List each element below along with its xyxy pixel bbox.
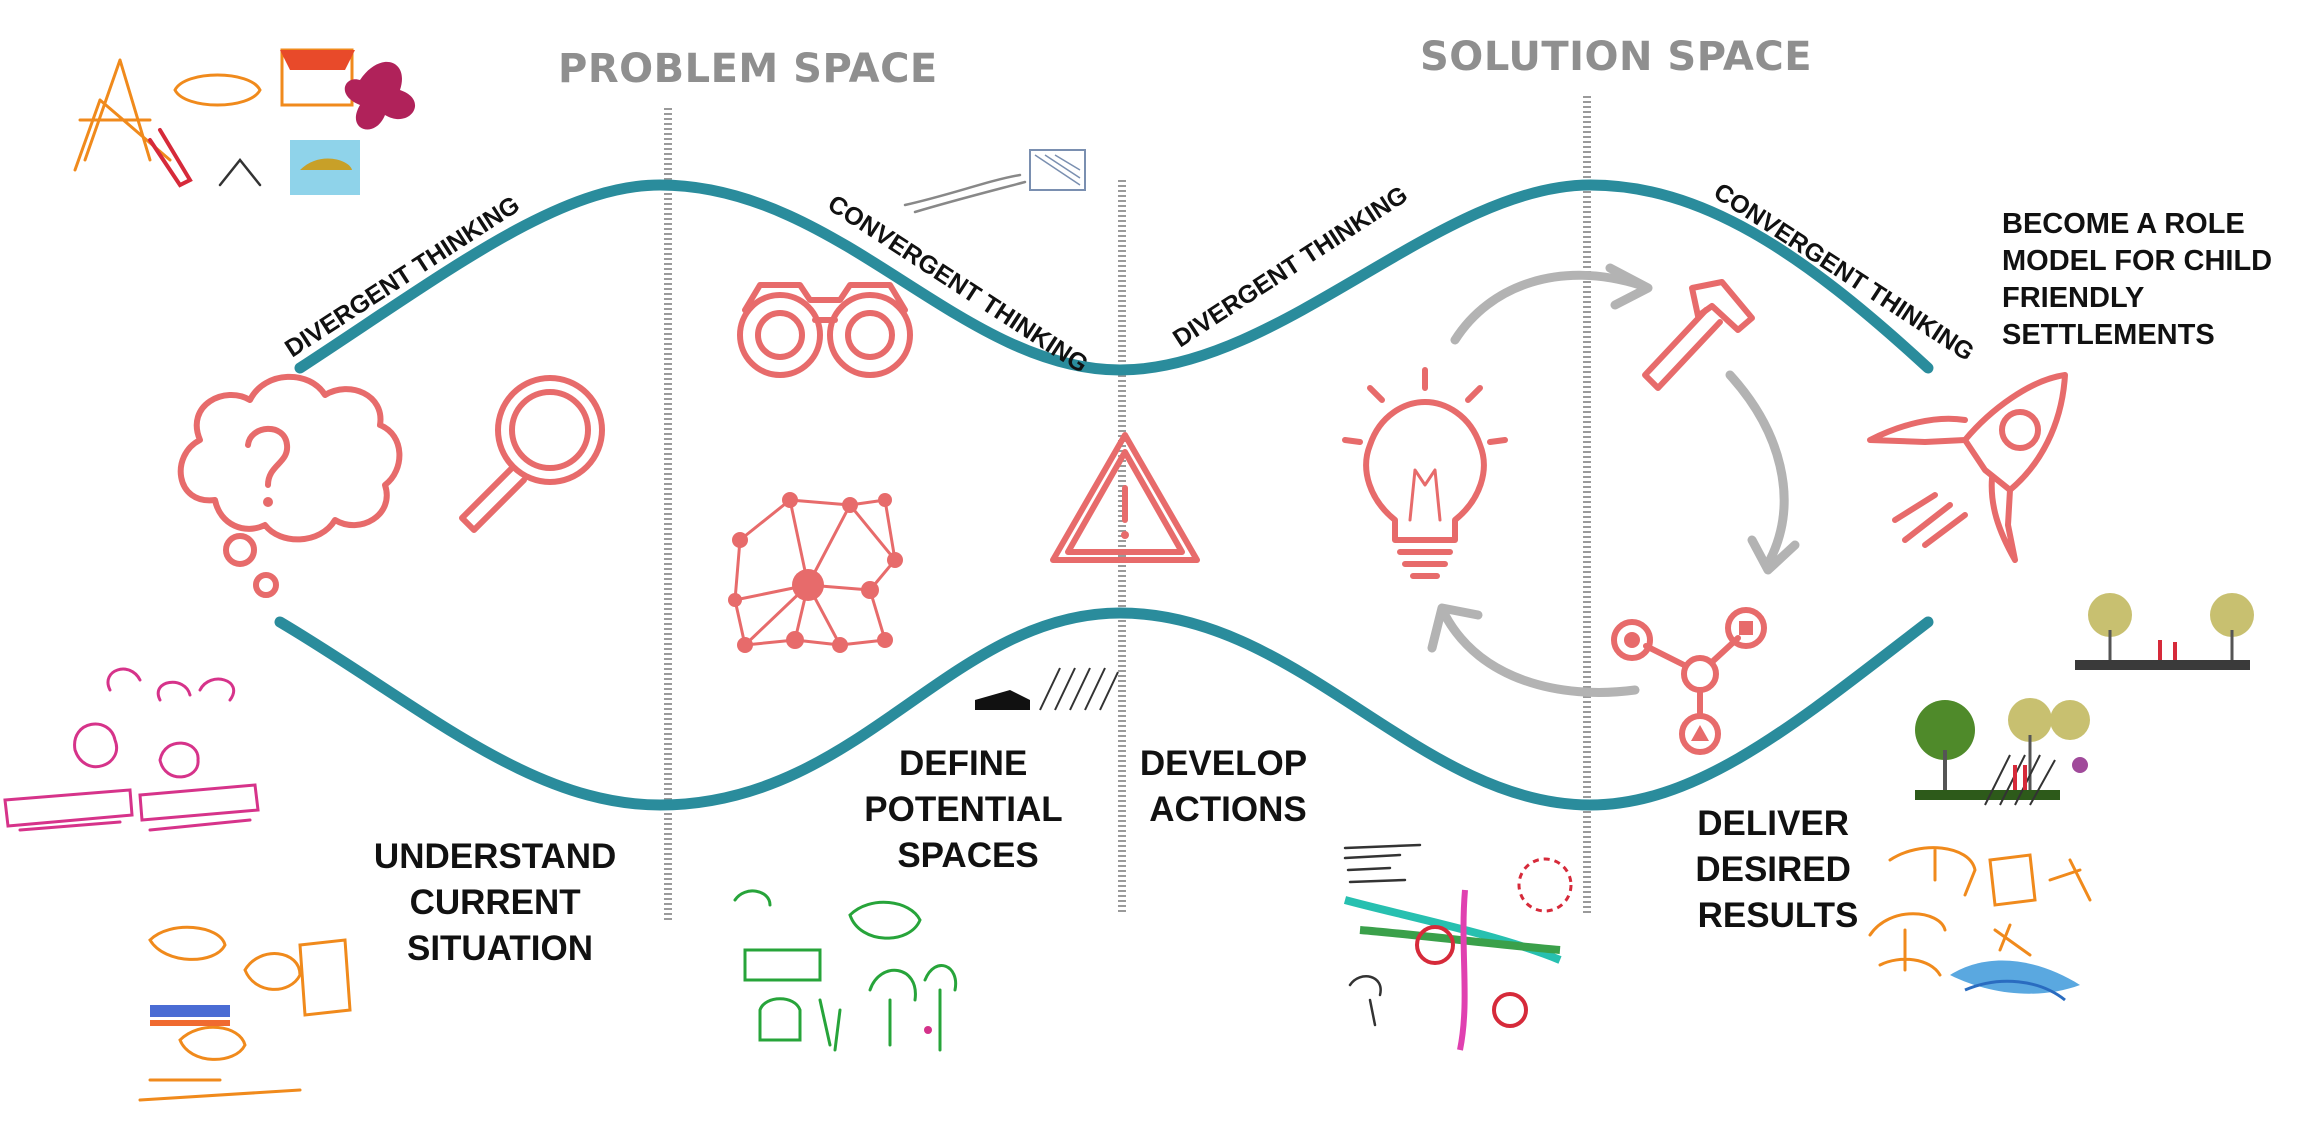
phase-understand-line-3: SITUATION bbox=[407, 929, 593, 968]
phase-understand-line-2: CURRENT bbox=[410, 883, 581, 922]
phase-define-line-3: SPACES bbox=[897, 836, 1038, 875]
hammer-icon bbox=[1642, 279, 1755, 391]
lightbulb-icon bbox=[1342, 367, 1508, 579]
map-sketch-image bbox=[1343, 843, 1573, 1051]
playground-sketch-image bbox=[73, 48, 416, 195]
phase-define-line-1: DEFINE bbox=[899, 744, 1027, 783]
cycle-arrows-icon bbox=[1427, 263, 1800, 697]
rocket-icon bbox=[1867, 372, 2068, 563]
phase-define: DEFINE POTENTIAL SPACES bbox=[864, 744, 1071, 875]
park-section-image bbox=[1915, 698, 2090, 806]
goal-line-4: SETTLEMENTS bbox=[2002, 319, 2215, 351]
binoculars-icon bbox=[737, 282, 913, 378]
molecule-icon bbox=[1611, 607, 1767, 755]
phase-develop-line-1: DEVELOP bbox=[1140, 744, 1307, 783]
phase-deliver: DELIVER DESIRED RESULTS bbox=[1695, 804, 1860, 935]
phase-understand-line-1: UNDERSTAND bbox=[374, 837, 616, 876]
phase-define-line-2: POTENTIAL bbox=[864, 790, 1062, 829]
upper-wave bbox=[294, 179, 1934, 376]
goal-line-2: MODEL FOR CHILD bbox=[2002, 245, 2272, 277]
phase-deliver-line-2: DESIRED bbox=[1695, 850, 1851, 889]
pink-children-sketch-image bbox=[3, 667, 260, 832]
thought-bubble-question-icon bbox=[177, 373, 403, 598]
magnifier-icon bbox=[459, 375, 605, 533]
street-section-image bbox=[2075, 593, 2254, 670]
goal-line-3: FRIENDLY bbox=[2002, 282, 2144, 314]
solution-space-title: SOLUTION SPACE bbox=[1420, 34, 1812, 80]
warning-triangle-icon bbox=[1050, 432, 1200, 563]
phase-understand: UNDERSTAND CURRENT SITUATION bbox=[374, 837, 626, 968]
orange-picnic-sketch-image bbox=[138, 925, 352, 1102]
phase-develop: DEVELOP ACTIONS bbox=[1140, 744, 1316, 829]
convergent-thinking-label-2: CONVERGENT THINKING bbox=[1709, 178, 1979, 367]
problem-space-title: PROBLEM SPACE bbox=[558, 46, 938, 92]
phase-deliver-line-3: RESULTS bbox=[1698, 896, 1859, 935]
orange-river-sketch-image bbox=[1868, 846, 2092, 1002]
goal-text: BECOME A ROLE MODEL FOR CHILD FRIENDLY S… bbox=[2002, 208, 2280, 351]
phase-deliver-line-1: DELIVER bbox=[1697, 804, 1849, 843]
lower-wave bbox=[274, 607, 1934, 811]
wave-sketch-image bbox=[903, 149, 1086, 214]
green-trees-sketch-image bbox=[733, 889, 958, 1052]
divergent-thinking-label-1: DIVERGENT THINKING bbox=[280, 191, 525, 364]
network-icon bbox=[728, 492, 903, 653]
goal-line-1: BECOME A ROLE bbox=[2002, 208, 2245, 240]
phase-develop-line-2: ACTIONS bbox=[1149, 790, 1307, 829]
car-hatch-image bbox=[975, 667, 1119, 711]
